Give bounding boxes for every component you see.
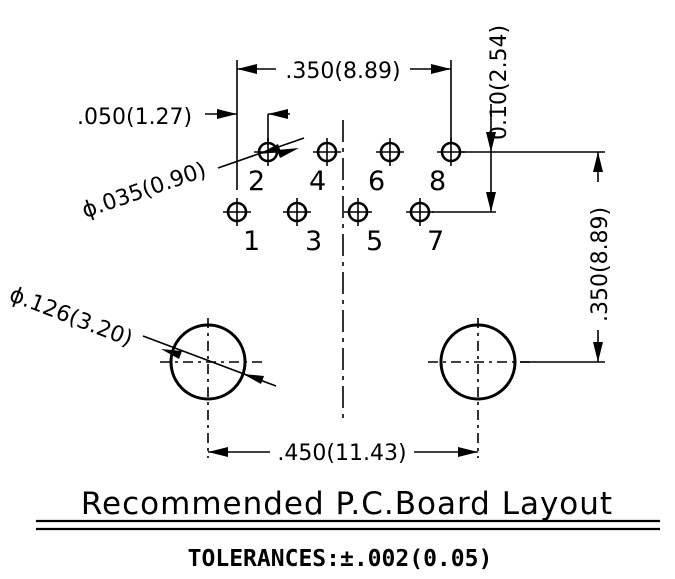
row-to-mount-label: .350(8.89): [588, 207, 613, 322]
mount-hole-diameter-dimension: ϕ.126(3.20): [6, 282, 277, 387]
pin-hole-3: [283, 198, 311, 226]
pin-number-1: 1: [243, 226, 260, 257]
pitch-width-label: .350(8.89): [285, 59, 400, 84]
pin-number-2: 2: [248, 166, 265, 197]
pin-hole-2: [254, 138, 282, 166]
pitch-width-dimension: .350(8.89): [236, 59, 452, 190]
pin-number-6: 6: [368, 166, 385, 197]
mounting-hole-right: [428, 318, 530, 458]
pin-hole-6: [376, 138, 404, 166]
pin-number-5: 5: [366, 226, 383, 257]
row-offset-label: 0.10(2.54): [487, 25, 512, 140]
mount-spacing-label: .450(11.43): [277, 441, 406, 466]
row-to-mount-dimension: .350(8.89): [520, 152, 613, 363]
pin-hole-7: [406, 198, 434, 226]
tolerances-note: TOLERANCES:±.002(0.05): [188, 546, 493, 572]
mounting-hole-left: [160, 318, 262, 458]
half-pitch-label: .050(1.27): [77, 105, 192, 130]
pin-hole-1: [223, 198, 251, 226]
row-offset-dimension: 0.10(2.54): [432, 25, 605, 213]
pin-numbers: 2 4 6 8 1 3 5 7: [243, 166, 446, 257]
drawing-title: Recommended P.C.Board Layout: [81, 486, 613, 522]
pin-number-3: 3: [305, 226, 322, 257]
small-hole-diameter-dimension: ϕ.035(0.90): [79, 137, 305, 224]
half-pitch-dimension: .050(1.27): [77, 105, 290, 145]
pin-hole-4: [313, 138, 341, 166]
pin-hole-5: [344, 198, 372, 226]
small-hole-diameter-label: ϕ.035(0.90): [79, 158, 210, 224]
pin-number-4: 4: [309, 166, 326, 197]
pin-hole-8: [437, 138, 465, 166]
mount-spacing-dimension: .450(11.43): [208, 441, 478, 466]
pin-number-7: 7: [427, 226, 444, 257]
pin-number-8: 8: [429, 166, 446, 197]
mount-hole-diameter-label: ϕ.126(3.20): [6, 282, 136, 352]
pin-holes: [223, 138, 465, 226]
